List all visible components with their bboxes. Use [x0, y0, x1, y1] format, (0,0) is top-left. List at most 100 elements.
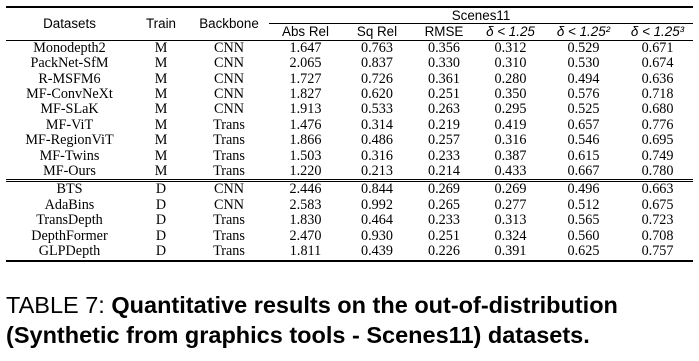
metric-value-cell: 0.708: [641, 227, 674, 244]
metric-value-cell: 0.316: [494, 132, 527, 149]
metric-value-cell: 0.565: [567, 212, 600, 229]
metric-value-cell: 0.251: [428, 86, 460, 103]
backbone-cell: Trans: [213, 132, 245, 149]
metric-value-cell: 1.830: [289, 212, 322, 229]
train-cell: M: [154, 55, 168, 72]
method-cell: TransDepth: [36, 212, 103, 229]
metric-value-cell: 0.464: [361, 212, 393, 229]
train-cell: D: [155, 243, 167, 260]
train-cell: M: [154, 163, 168, 180]
caption-title: Quantitative results on the out-of-distr…: [6, 292, 618, 348]
metric-value-cell: 0.330: [428, 55, 460, 72]
metric-value-cell: 0.269: [494, 181, 527, 198]
train-cell: M: [154, 101, 168, 118]
backbone-cell: CNN: [214, 101, 244, 118]
metric-value-cell: 0.350: [494, 86, 527, 103]
table-caption: TABLE 7: Quantitative results on the out…: [6, 290, 696, 350]
metric-value-cell: 0.992: [361, 196, 393, 213]
metric-value-cell: 1.503: [289, 147, 322, 164]
metric-value-cell: 0.576: [567, 86, 600, 103]
backbone-cell: CNN: [214, 181, 244, 198]
header-group-scenes11: Scenes11: [269, 7, 694, 25]
metric-value-cell: 0.439: [361, 243, 393, 260]
metric-value-cell: 1.866: [289, 132, 322, 149]
metric-value-cell: 0.671: [641, 39, 674, 56]
metric-value-cell: 0.718: [641, 86, 674, 103]
header-metric: δ < 1.25³: [630, 24, 685, 40]
metric-value-cell: 1.727: [289, 70, 322, 87]
train-cell: D: [155, 227, 167, 244]
metric-value-cell: 0.324: [494, 227, 527, 244]
metric-value-cell: 0.361: [428, 70, 460, 87]
backbone-cell: CNN: [214, 70, 244, 87]
header-metric: δ < 1.25²: [556, 24, 611, 40]
method-cell: MF-Twins: [39, 147, 100, 164]
metric-value-cell: 0.546: [567, 132, 600, 149]
metric-value-cell: 0.313: [494, 212, 527, 229]
metric-value-cell: 2.470: [289, 227, 322, 244]
metric-value-cell: 0.419: [494, 116, 527, 133]
metric-value-cell: 0.251: [428, 227, 460, 244]
metric-value-cell: 0.560: [567, 227, 600, 244]
method-cell: PackNet-SfM: [30, 55, 109, 72]
metric-value-cell: 0.314: [361, 116, 393, 133]
metric-value-cell: 0.749: [641, 147, 674, 164]
method-cell: BTS: [56, 181, 83, 198]
backbone-cell: CNN: [214, 86, 244, 103]
metric-value-cell: 0.780: [641, 163, 674, 180]
results-table: Datasets Train Backbone Scenes11 Abs Rel…: [6, 6, 694, 262]
metric-value-cell: 0.757: [641, 243, 674, 260]
metric-value-cell: 0.529: [567, 39, 600, 56]
metric-value-cell: 0.233: [428, 212, 460, 229]
metric-value-cell: 0.625: [567, 243, 600, 260]
metric-value-cell: 1.913: [289, 101, 322, 118]
method-cell: R-MSFM6: [38, 70, 101, 87]
metric-value-cell: 0.277: [494, 196, 527, 213]
train-cell: M: [154, 86, 168, 103]
metric-value-cell: 0.776: [641, 116, 674, 133]
table-row: MF-ConvNeXt M CNN 1.827 0.620 0.251 0.350 0.576…: [6, 86, 693, 103]
method-cell: MF-Ours: [43, 163, 96, 180]
metric-value-cell: 0.257: [428, 132, 460, 149]
train-cell: D: [155, 212, 167, 229]
metric-value-cell: 0.680: [641, 101, 674, 118]
train-cell: D: [155, 196, 167, 213]
method-cell: MF-ConvNeXt: [26, 86, 113, 103]
metric-value-cell: 0.265: [428, 196, 460, 213]
backbone-cell: Trans: [213, 212, 245, 229]
metric-value-cell: 0.723: [641, 212, 674, 229]
backbone-cell: Trans: [213, 163, 245, 180]
backbone-cell: CNN: [214, 39, 244, 56]
metric-value-cell: 0.674: [641, 55, 674, 72]
metric-value-cell: 0.280: [494, 70, 527, 87]
metric-value-cell: 0.657: [567, 116, 600, 133]
metric-value-cell: 0.486: [361, 132, 393, 149]
metric-value-cell: 0.295: [494, 101, 527, 118]
header-metric: Sq Rel: [356, 24, 398, 40]
metric-value-cell: 0.226: [428, 243, 460, 260]
metric-value-cell: 0.530: [567, 55, 600, 72]
metric-value-cell: 1.827: [289, 86, 322, 103]
metric-value-cell: 0.930: [361, 227, 393, 244]
results-table-container: Datasets Train Backbone Scenes11 Abs Rel…: [6, 6, 694, 262]
header-train: Train: [145, 16, 176, 32]
header-datasets: Datasets: [43, 16, 96, 32]
method-cell: MF-SLaK: [40, 101, 99, 118]
metric-value-cell: 0.433: [494, 163, 527, 180]
backbone-cell: CNN: [214, 196, 244, 213]
metric-value-cell: 0.620: [361, 86, 393, 103]
metric-value-cell: 0.496: [567, 181, 600, 198]
metric-value-cell: 0.667: [567, 163, 600, 180]
backbone-cell: Trans: [213, 227, 245, 244]
metric-value-cell: 0.512: [567, 196, 600, 213]
metric-value-cell: 0.391: [494, 243, 527, 260]
metric-value-cell: 0.387: [494, 147, 527, 164]
